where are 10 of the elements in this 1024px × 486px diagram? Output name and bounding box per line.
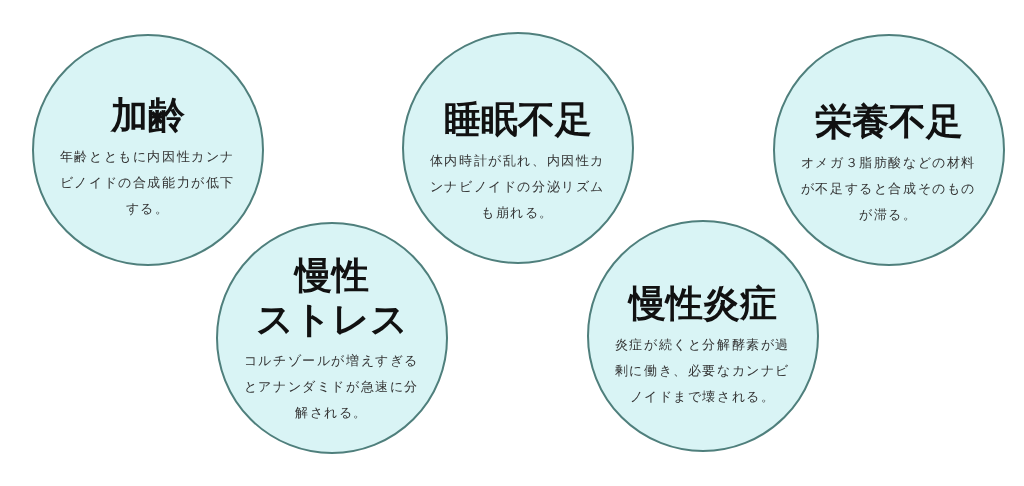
description-text: オメガ３脂肪酸などの材料が不足すると合成そのものが滞る。 xyxy=(799,154,978,224)
heading: 栄養不足 xyxy=(815,100,963,144)
heading: 睡眠不足 xyxy=(444,98,592,142)
description-text: 体内時計が乱れ、内因性カンナビノイドの分泌リズムも崩れる。 xyxy=(428,152,607,222)
description-text: 年齢とともに内因性カンナビノイドの合成能力が低下する。 xyxy=(58,148,237,218)
description-text: コルチゾールが増えすぎるとアナンダミドが急速に分解される。 xyxy=(242,352,421,422)
heading: 加齢 xyxy=(111,94,185,138)
description-text: 炎症が続くと分解酵素が過剰に働き、必要なカンナビノイドまで壊される。 xyxy=(613,336,792,406)
heading: 慢性炎症 xyxy=(629,282,777,326)
heading: 慢性ストレス xyxy=(256,254,408,342)
